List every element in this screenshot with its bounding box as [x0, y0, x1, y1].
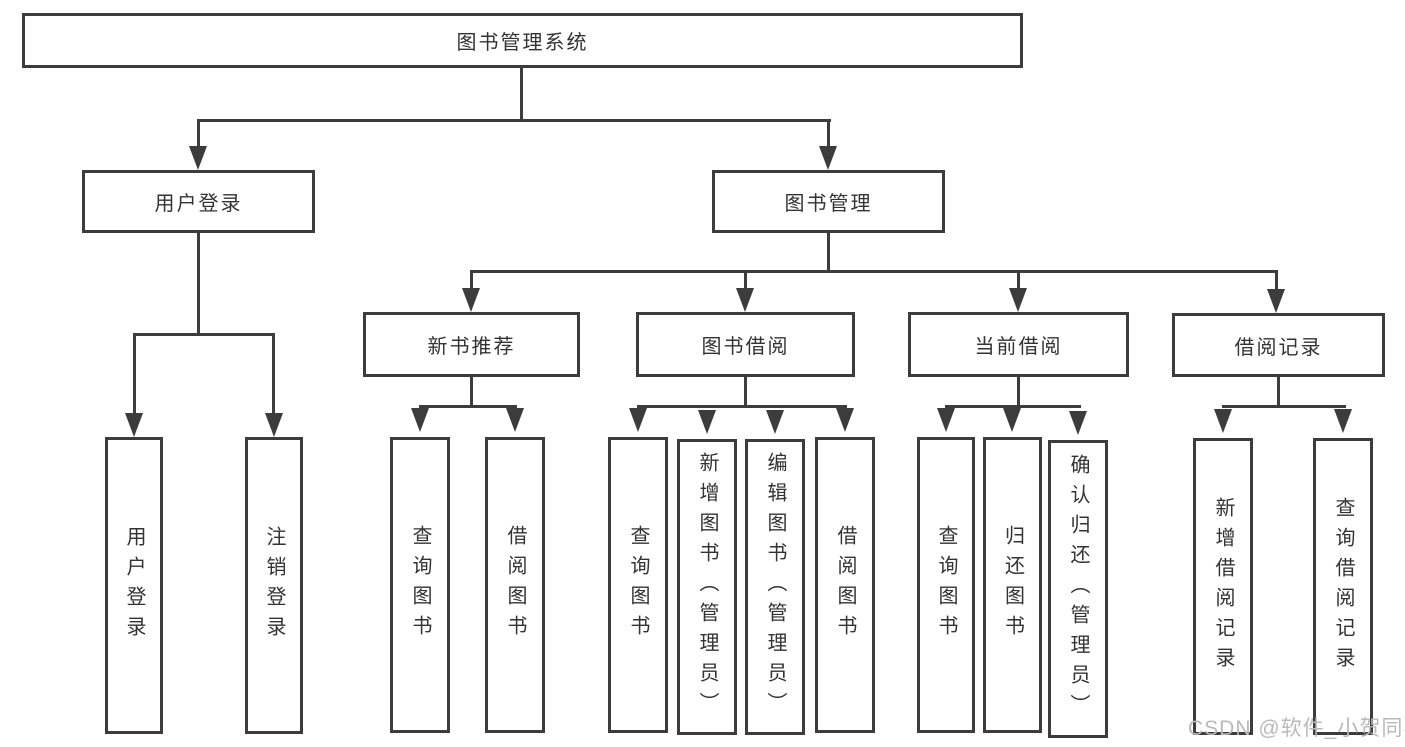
leaf-br-query-record: 查询借阅记录 [1313, 438, 1373, 735]
arrowhead-icon [629, 408, 647, 432]
edge-line [1017, 270, 1020, 290]
leaf-bb-edit-book-admin-label: 编辑图书（管理员） [764, 452, 786, 722]
node-current-borrow-label: 当前借阅 [974, 336, 1063, 358]
leaf-bb-query-book-label: 查询图书 [627, 525, 649, 645]
edge-line [1017, 377, 1020, 408]
node-borrow-record-label: 借阅记录 [1234, 336, 1323, 359]
arrowhead-icon [1214, 409, 1232, 433]
arrowhead-icon [1009, 288, 1027, 312]
arrowhead-icon [411, 408, 429, 432]
arrowhead-icon [698, 410, 716, 434]
node-current-borrow: 当前借阅 [908, 312, 1129, 377]
arrowhead-icon [736, 288, 754, 312]
leaf-nbr-query-book: 查询图书 [390, 437, 450, 733]
leaf-bb-borrow-book-label: 借阅图书 [834, 525, 856, 645]
arrowhead-icon [462, 288, 480, 312]
leaf-cb-query-book-label: 查询图书 [935, 525, 957, 645]
edge-line [470, 270, 1278, 273]
leaf-logout: 注销登录 [245, 437, 303, 734]
arrowhead-icon [265, 413, 283, 437]
edge-line [827, 119, 830, 148]
arrowhead-icon [1334, 409, 1352, 433]
leaf-cb-return-book: 归还图书 [983, 437, 1042, 733]
leaf-bb-borrow-book: 借阅图书 [815, 437, 875, 733]
leaf-bb-query-book: 查询图书 [608, 437, 668, 733]
node-new-book-recommend: 新书推荐 [363, 312, 580, 377]
edge-line [744, 270, 747, 290]
edge-line [1277, 377, 1280, 408]
leaf-nbr-borrow-book-label: 借阅图书 [504, 525, 526, 645]
leaf-bb-add-book-admin: 新增图书（管理员） [677, 439, 737, 735]
leaf-user-login-label: 用户登录 [123, 525, 145, 646]
node-book-management: 图书管理 [712, 170, 945, 233]
csdn-watermark: CSDN @软件_小贺同学 [1188, 717, 1405, 740]
edge-line [637, 405, 847, 408]
edge-line [133, 333, 275, 336]
leaf-logout-label: 注销登录 [263, 525, 285, 646]
edge-line [197, 119, 831, 122]
edge-line [520, 68, 523, 121]
edge-line [133, 333, 136, 415]
arrowhead-icon [1003, 408, 1021, 432]
arrowhead-icon [1267, 289, 1285, 313]
node-user-login-group-label: 用户登录 [154, 193, 243, 215]
node-borrow-record: 借阅记录 [1172, 313, 1385, 377]
leaf-br-add-record: 新增借阅记录 [1193, 438, 1253, 735]
edge-line [744, 377, 747, 408]
leaf-user-login: 用户登录 [105, 437, 163, 734]
leaf-br-add-record-label: 新增借阅记录 [1212, 496, 1234, 677]
edge-line [197, 233, 200, 335]
leaf-cb-confirm-return-admin: 确认归还（管理员） [1048, 440, 1108, 738]
edge-line [1222, 405, 1346, 408]
edge-line [272, 333, 275, 415]
node-library-management-system: 图书管理系统 [22, 13, 1023, 68]
leaf-cb-query-book: 查询图书 [917, 437, 975, 733]
edge-line [1275, 270, 1278, 290]
node-book-borrow-label: 图书借阅 [701, 336, 790, 358]
arrowhead-icon [189, 146, 207, 170]
node-new-book-recommend-label: 新书推荐 [427, 336, 516, 358]
edge-line [470, 270, 473, 290]
arrowhead-icon [819, 146, 837, 170]
edge-line [827, 233, 830, 273]
leaf-cb-confirm-return-admin-label: 确认归还（管理员） [1067, 454, 1089, 724]
edge-line [945, 405, 1081, 408]
node-book-borrow: 图书借阅 [636, 312, 855, 377]
leaf-cb-return-book-label: 归还图书 [1001, 525, 1024, 645]
edge-line [197, 119, 200, 148]
leaf-nbr-borrow-book: 借阅图书 [485, 437, 545, 733]
arrowhead-icon [937, 408, 955, 432]
arrowhead-icon [766, 410, 784, 434]
leaf-nbr-query-book-label: 查询图书 [409, 525, 431, 645]
node-library-management-system-label: 图书管理系统 [456, 32, 589, 54]
leaf-br-query-record-label: 查询借阅记录 [1332, 496, 1354, 677]
arrowhead-icon [506, 408, 524, 432]
node-user-login-group: 用户登录 [82, 170, 315, 233]
arrowhead-icon [1069, 411, 1087, 435]
arrowhead-icon [125, 413, 143, 437]
edge-line [470, 377, 473, 408]
node-book-management-label: 图书管理 [784, 193, 873, 215]
arrowhead-icon [836, 408, 854, 432]
leaf-bb-edit-book-admin: 编辑图书（管理员） [745, 439, 805, 735]
leaf-bb-add-book-admin-label: 新增图书（管理员） [696, 452, 718, 722]
edge-line [419, 405, 517, 408]
